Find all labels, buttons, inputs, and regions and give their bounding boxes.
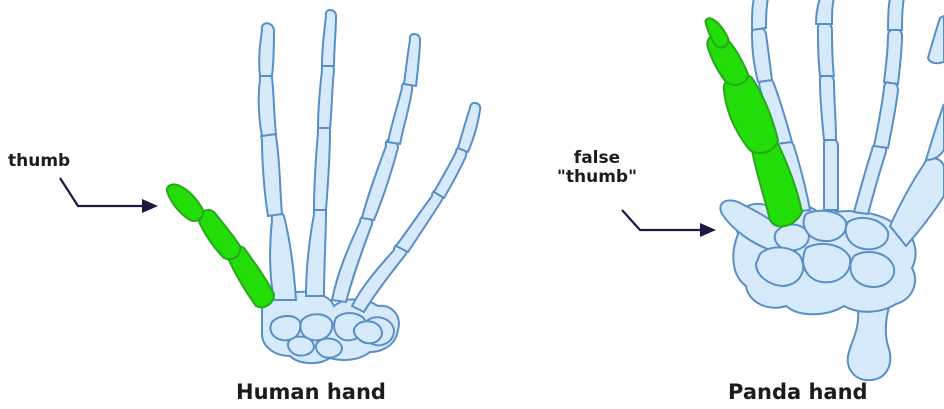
human-hand-skeleton <box>167 10 480 363</box>
human-middle-finger <box>306 10 336 296</box>
human-hand-caption: Human hand <box>236 380 386 404</box>
false-thumb-label: false "thumb" <box>557 149 637 187</box>
human-thumb-arrow <box>60 178 158 213</box>
thumb-label: thumb <box>8 152 70 171</box>
human-carpals <box>262 292 399 363</box>
panda-hand-caption: Panda hand <box>728 380 868 404</box>
human-ring-finger <box>332 34 420 302</box>
false-thumb-label-line1: false <box>557 149 637 168</box>
false-thumb-label-line2: "thumb" <box>557 168 637 187</box>
panda-digit-2 <box>816 0 838 210</box>
human-thumb-bones <box>167 184 274 307</box>
human-index-finger <box>259 23 296 300</box>
panda-digit-3 <box>854 0 904 214</box>
panda-thumb-arrow <box>622 210 716 237</box>
panda-hand-skeleton <box>705 0 944 380</box>
